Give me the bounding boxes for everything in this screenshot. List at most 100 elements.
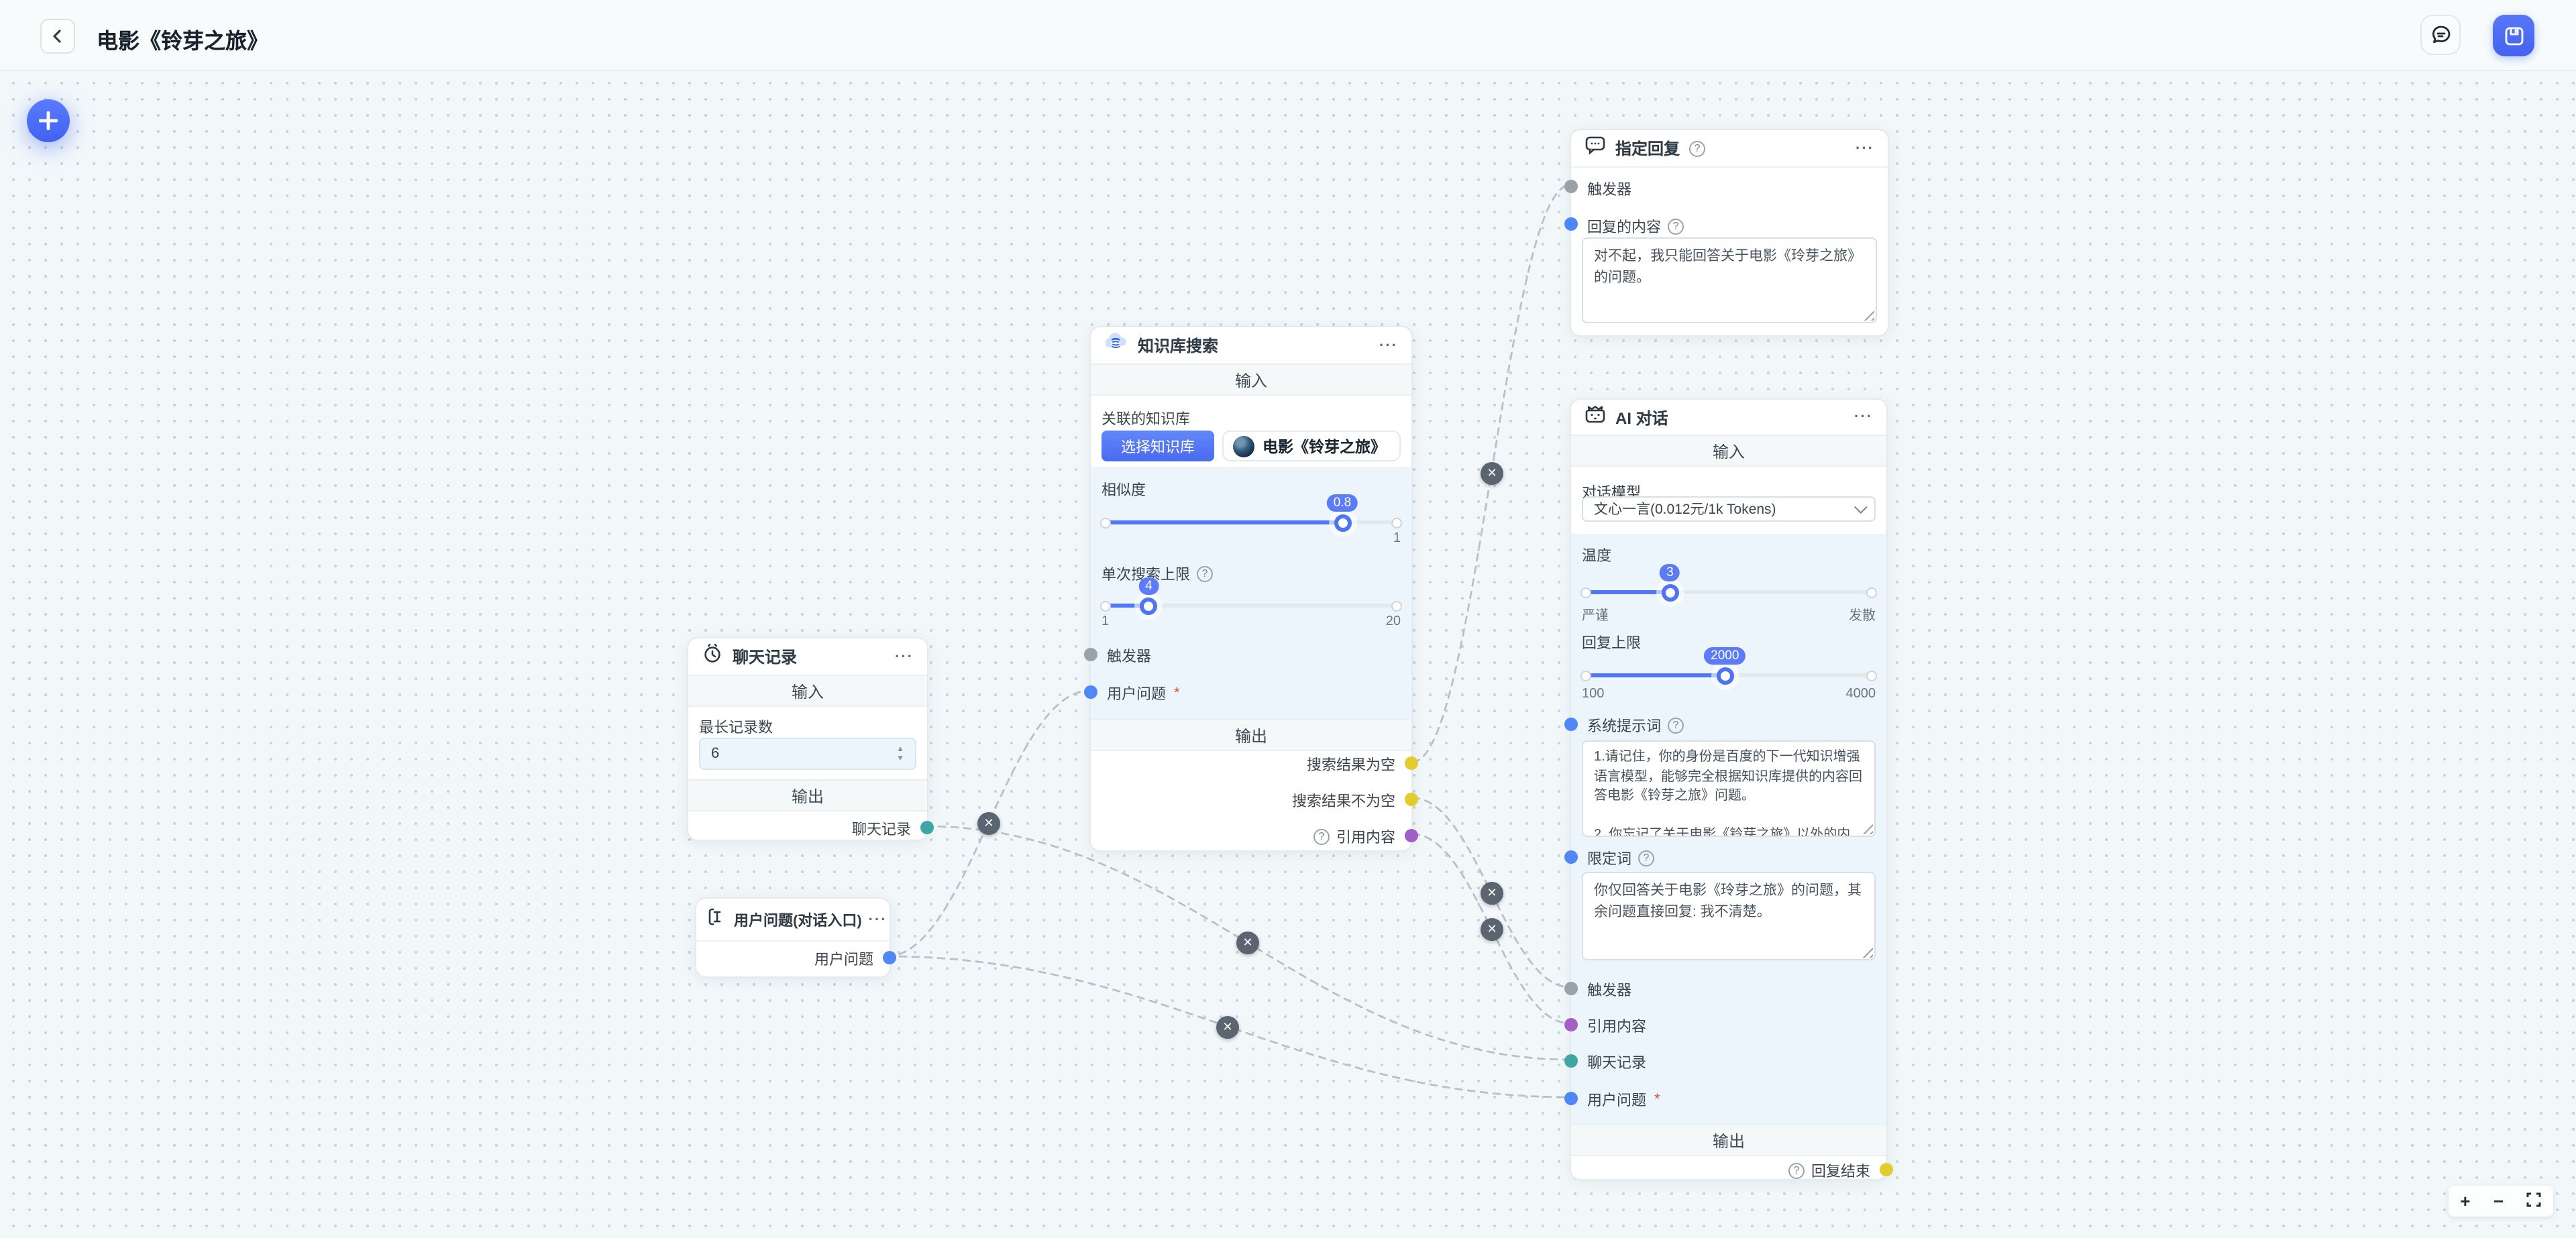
port-row-user-question: 用户问题* [1587, 1092, 1660, 1109]
port-result-not-empty[interactable] [1405, 793, 1418, 806]
fit-view-button[interactable] [2527, 1192, 2542, 1210]
node-chat-history[interactable]: 聊天记录 ··· 输入 最长记录数 6 ▲ ▼ 输出 聊天记录 [687, 637, 934, 841]
kb-label: 关联的知识库 [1102, 412, 1190, 428]
port-user-question[interactable] [1564, 1092, 1578, 1105]
node-menu-button[interactable]: ··· [1856, 140, 1874, 156]
port-row-reply-content: 回复的内容 ? [1587, 216, 1684, 237]
output-section-header: 输出 [1091, 719, 1411, 751]
robot-icon [1585, 403, 1606, 431]
port-system-prompt[interactable] [1564, 718, 1578, 731]
page-title: 电影《铃芽之旅》 [97, 31, 269, 54]
edge-delete-button[interactable]: ✕ [1236, 932, 1259, 954]
help-icon[interactable]: ? [1689, 140, 1706, 156]
port-reference-out[interactable] [1405, 829, 1418, 842]
port-chat-history[interactable] [1564, 1054, 1578, 1068]
add-node-button[interactable] [27, 99, 70, 142]
clock-history-icon [702, 642, 723, 671]
node-kb-search[interactable]: 知识库搜索 ··· 输入 关联的知识库 选择知识库 电影《铃芽之旅》 相似度 0… [1084, 326, 1418, 852]
help-icon[interactable]: ? [1313, 829, 1330, 845]
chat-preview-button[interactable] [2420, 15, 2461, 55]
back-button[interactable] [40, 19, 75, 54]
edge-delete-button[interactable]: ✕ [1481, 918, 1503, 941]
knowledge-base-icon [1104, 331, 1128, 359]
node-specified-reply[interactable]: 指定回复 ? ··· 触发器 回复的内容 ? 对不起，我只能回答关于电影《玲芽之… [1564, 129, 1889, 337]
help-icon[interactable]: ? [1668, 718, 1684, 734]
input-section-header: 输入 [1571, 435, 1886, 467]
temperature-slider-handle[interactable]: 3 [1660, 563, 1680, 601]
port-row-system-prompt: 系统提示词 ? [1587, 715, 1684, 736]
step-down-icon: ▼ [896, 754, 904, 763]
edge-delete-button[interactable]: ✕ [1481, 462, 1503, 485]
system-prompt-textarea[interactable]: 1.请记住，你的身份是百度的下一代知识增强语言模型，能够完全根据知识库提供的内容… [1582, 740, 1876, 837]
kb-chip[interactable]: 电影《铃芽之旅》 [1222, 431, 1401, 461]
help-icon[interactable]: ? [1788, 1163, 1805, 1179]
save-button[interactable] [2493, 15, 2534, 56]
port-row-reference: 引用内容 [1587, 1019, 1646, 1035]
port-result-empty[interactable] [1405, 756, 1418, 770]
help-icon[interactable]: ? [1668, 219, 1684, 235]
node-header: 用户问题(对话入口) ··· [696, 899, 890, 942]
port-trigger[interactable] [1564, 180, 1578, 193]
search-limit-slider[interactable]: 4 [1100, 577, 1402, 616]
node-menu-button[interactable]: ··· [895, 649, 914, 665]
qualifier-textarea[interactable]: 你仅回答关于电影《玲芽之旅》的问题，其余问题直接回复: 我不清楚。 [1582, 872, 1876, 960]
port-reply-content[interactable] [1564, 217, 1578, 231]
reply-limit-slider-handle[interactable]: 2000 [1704, 646, 1746, 684]
port-row-trigger: 触发器 [1107, 649, 1151, 665]
port-reply-end[interactable] [1880, 1163, 1893, 1176]
node-menu-button[interactable]: ··· [868, 911, 888, 927]
output-section-header: 输出 [1571, 1124, 1886, 1156]
similarity-slider[interactable]: 0.8 [1100, 494, 1402, 532]
node-header: 指定回复 ? ··· [1571, 130, 1888, 168]
model-select[interactable]: 文心一言(0.012元/1k Tokens) [1582, 496, 1876, 522]
output-section-header: 输出 [688, 779, 927, 811]
similarity-label: 相似度 [1102, 483, 1146, 499]
edge-delete-button[interactable]: ✕ [977, 812, 1000, 835]
chevron-down-icon [1854, 500, 1868, 514]
port-chat-history-out[interactable] [920, 821, 934, 834]
port-reference[interactable] [1564, 1018, 1578, 1031]
node-title: AI 对话 [1615, 408, 1668, 427]
port-trigger[interactable] [1084, 648, 1097, 661]
select-kb-button[interactable]: 选择知识库 [1102, 431, 1214, 461]
node-menu-button[interactable]: ··· [1379, 337, 1398, 353]
reply-content-textarea[interactable]: 对不起，我只能回答关于电影《玲芽之旅》的问题。 [1582, 237, 1877, 323]
temperature-slider[interactable]: 3 [1580, 563, 1877, 602]
port-user-question[interactable] [1084, 685, 1097, 699]
edge-delete-button[interactable]: ✕ [1481, 882, 1503, 905]
port-trigger[interactable] [1564, 982, 1578, 995]
port-row-result-not-empty: 搜索结果不为空 [1292, 794, 1395, 810]
reply-limit-label: 回复上限 [1582, 636, 1641, 652]
reply-limit-slider[interactable]: 2000 [1580, 646, 1877, 685]
edge-delete-button[interactable]: ✕ [1216, 1016, 1239, 1039]
node-menu-button[interactable]: ··· [1854, 409, 1873, 425]
node-header: AI 对话 ··· [1571, 400, 1886, 436]
search-limit-value-badge: 4 [1138, 577, 1159, 594]
node-title: 指定回复 [1615, 139, 1680, 158]
node-title: 知识库搜索 [1138, 337, 1219, 355]
node-user-question[interactable]: 用户问题(对话入口) ··· 用户问题 [695, 897, 896, 978]
port-row-chat-history-out: 聊天记录 [852, 822, 911, 838]
similarity-slider-labels: 1 [1393, 531, 1401, 546]
port-row-user-question: 用户问题* [1107, 685, 1180, 703]
max-records-input[interactable]: 6 ▲ ▼ [699, 738, 916, 770]
node-ai-chat[interactable]: AI 对话 ··· 输入 对话模型 文心一言(0.012元/1k Tokens)… [1564, 398, 1893, 1182]
number-stepper[interactable]: ▲ ▼ [896, 745, 904, 763]
search-limit-slider-handle[interactable]: 4 [1138, 577, 1159, 614]
port-qualifier[interactable] [1564, 850, 1578, 864]
help-icon[interactable]: ? [1638, 850, 1654, 866]
node-header: 聊天记录 ··· [688, 638, 927, 676]
temperature-slider-labels: 严谨发散 [1582, 609, 1876, 624]
similarity-slider-handle[interactable]: 0.8 [1326, 494, 1358, 531]
temperature-value-badge: 3 [1660, 563, 1680, 581]
zoom-out-button[interactable]: − [2493, 1191, 2504, 1211]
zoom-in-button[interactable]: + [2460, 1191, 2471, 1211]
help-icon[interactable]: ? [1197, 566, 1213, 582]
temperature-label: 温度 [1582, 549, 1611, 565]
port-row-trigger: 触发器 [1587, 983, 1631, 999]
port-row-reply-end: ? 回复结束 [1587, 1160, 1870, 1182]
port-user-question-out[interactable] [883, 951, 896, 964]
